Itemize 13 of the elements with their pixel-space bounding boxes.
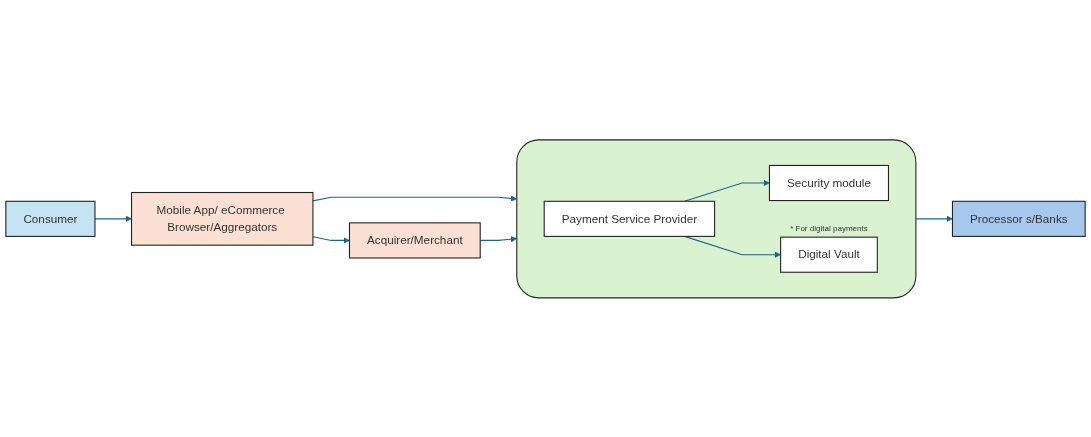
node-box: Acquirer/Merchant [348, 221, 481, 259]
arrow [312, 235, 350, 244]
node-box: Payment Service Provider [543, 200, 716, 237]
arrow [915, 215, 953, 222]
node-box: Digital Vault [780, 236, 878, 273]
arrow [94, 215, 132, 222]
node-box: Consumer [5, 200, 96, 237]
cluster [516, 138, 917, 299]
node-box: Security module [768, 164, 889, 201]
node-box: Mobile App/ eCommerce Browser/Aggregators [131, 191, 314, 246]
node-note: * For digital payments [790, 223, 868, 233]
arrow [684, 235, 781, 258]
node-box: Processor s/Banks [951, 200, 1086, 237]
